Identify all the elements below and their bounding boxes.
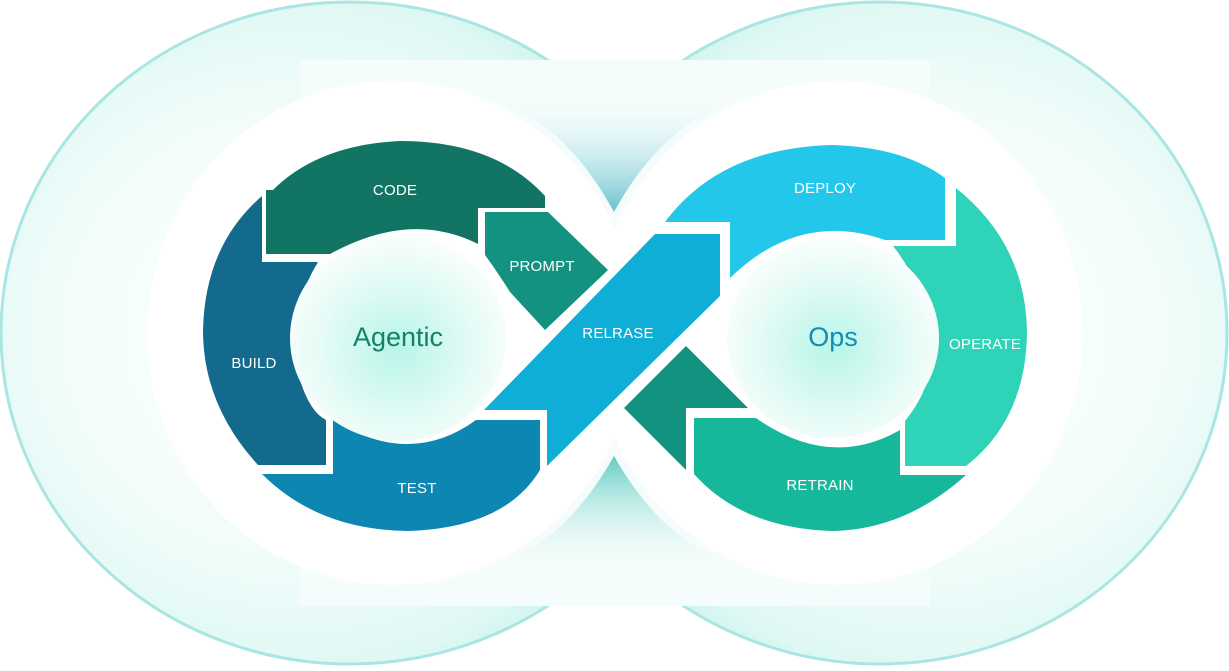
left-loop — [203, 141, 608, 531]
segment-build[interactable] — [203, 196, 326, 465]
right-loop — [624, 145, 1027, 531]
segment-deploy[interactable] — [665, 145, 945, 278]
segment-test[interactable] — [262, 420, 540, 531]
waist-shadow-bottom — [440, 456, 790, 576]
label-operate: OPERATE — [949, 336, 1021, 353]
segment-release[interactable] — [484, 234, 720, 466]
right-hub-title: Ops — [808, 322, 858, 352]
segment-retrain[interactable] — [694, 418, 966, 531]
waist-shadow-top — [440, 90, 790, 212]
segment-code[interactable] — [266, 141, 545, 254]
segment-prompt[interactable] — [485, 212, 608, 330]
left-hub-title: Agentic — [353, 322, 443, 352]
label-release: RELRASE — [582, 325, 653, 342]
label-prompt: PROMPT — [509, 258, 574, 275]
label-retrain: RETRAIN — [786, 477, 853, 494]
segment-operate[interactable] — [893, 188, 1027, 466]
label-code: CODE — [373, 182, 417, 199]
right-hub: Ops — [727, 238, 939, 438]
label-test: TEST — [397, 480, 436, 497]
left-hub: Agentic — [290, 235, 506, 441]
segment-lower-connector — [624, 346, 748, 470]
label-build: BUILD — [231, 355, 276, 372]
label-deploy: DEPLOY — [794, 180, 856, 197]
